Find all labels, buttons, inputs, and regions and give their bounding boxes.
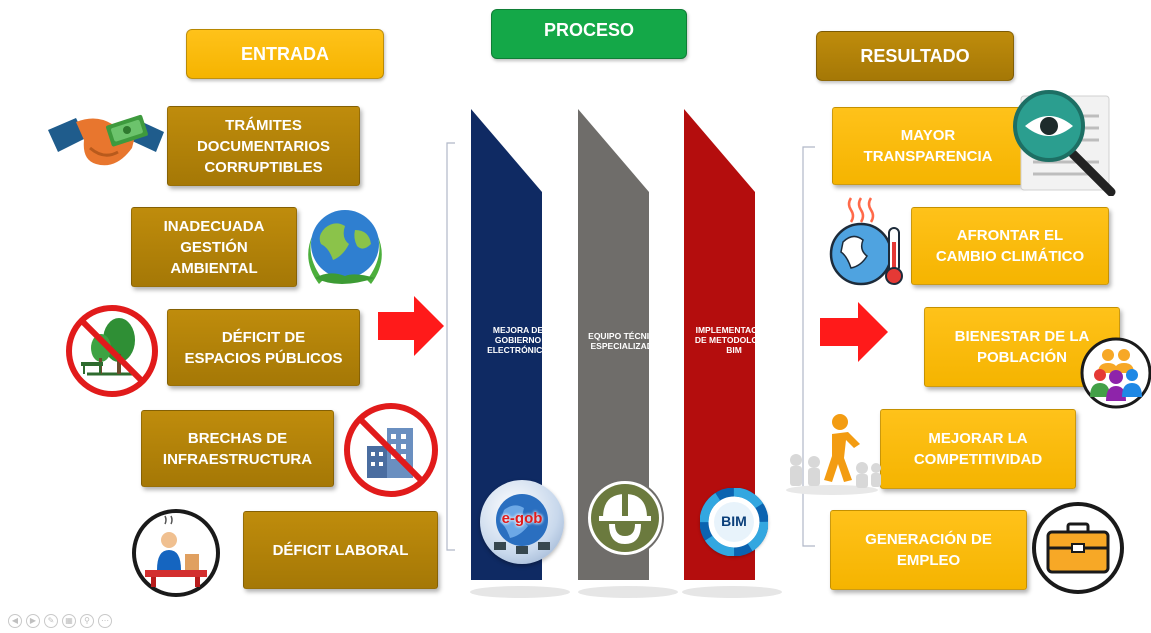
right-bracket bbox=[802, 146, 815, 547]
result-box-transparencia: MAYOR TRANSPARENCIA bbox=[832, 107, 1024, 185]
bim-badge-text: BIM bbox=[721, 513, 747, 529]
next-slide-button[interactable]: ▶ bbox=[26, 614, 40, 628]
zoom-button[interactable]: ⚲ bbox=[80, 614, 94, 628]
input-label: BRECHAS DE INFRAESTRUCTURA bbox=[162, 429, 313, 468]
input-box-tramites: TRÁMITES DOCUMENTARIOS CORRUPTIBLES bbox=[167, 106, 360, 186]
proceso-header: PROCESO bbox=[491, 9, 687, 59]
magnifier-eye-icon bbox=[1013, 90, 1116, 196]
input-box-deficit-laboral: DÉFICIT LABORAL bbox=[243, 511, 438, 589]
input-box-espacios: DÉFICIT DE ESPACIOS PÚBLICOS bbox=[167, 309, 360, 386]
result-label: BIENESTAR DE LA POBLACIÓN bbox=[954, 328, 1090, 366]
pen-tool-button[interactable]: ✎ bbox=[44, 614, 58, 628]
process-band-gobierno bbox=[471, 109, 542, 580]
input-label: INADECUADA GESTIÓN AMBIENTAL bbox=[163, 217, 265, 277]
people-group-icon bbox=[1080, 337, 1151, 409]
previous-slide-button[interactable]: ◀ bbox=[8, 614, 22, 628]
earth-leaves-icon bbox=[308, 210, 382, 284]
input-label: TRÁMITES DOCUMENTARIOS CORRUPTIBLES bbox=[196, 116, 331, 176]
egob-globe-icon: e-gob bbox=[480, 480, 564, 564]
briefcase-icon bbox=[1032, 502, 1124, 594]
process-band-bim bbox=[684, 109, 755, 580]
process-label-gobierno: MEJORA DE GOBIERNO ELECTRÓNICO bbox=[487, 325, 549, 355]
left-bracket bbox=[446, 142, 455, 551]
no-park-icon bbox=[66, 305, 158, 397]
input-box-brechas: BRECHAS DE INFRAESTRUCTURA bbox=[141, 410, 334, 487]
input-label: DÉFICIT LABORAL bbox=[272, 541, 409, 559]
resultado-header: RESULTADO bbox=[816, 31, 1014, 81]
unemployed-person-icon bbox=[132, 509, 220, 597]
process-bands bbox=[470, 109, 782, 598]
hot-earth-icon bbox=[829, 197, 903, 286]
output-arrow-icon bbox=[820, 302, 888, 362]
result-label: MAYOR TRANSPARENCIA bbox=[863, 127, 993, 165]
input-label: DÉFICIT DE ESPACIOS PÚBLICOS bbox=[184, 328, 343, 367]
egob-badge-text: e-gob bbox=[501, 510, 543, 527]
result-box-empleo: GENERACIÓN DE EMPLEO bbox=[830, 510, 1027, 590]
helmet-worker-icon bbox=[586, 479, 664, 557]
bim-cycle-icon: BIM bbox=[700, 488, 768, 556]
slide-grid-button[interactable]: ▦ bbox=[62, 614, 76, 628]
result-box-clima: AFRONTAR EL CAMBIO CLIMÁTICO bbox=[911, 207, 1109, 285]
result-label: MEJORAR LA COMPETITIVIDAD bbox=[913, 430, 1043, 468]
process-band-equipo bbox=[578, 109, 649, 580]
result-label: AFRONTAR EL CAMBIO CLIMÁTICO bbox=[935, 227, 1085, 265]
more-options-button[interactable]: ⋯ bbox=[98, 614, 112, 628]
input-arrow-icon bbox=[378, 296, 444, 356]
process-label-equipo: EQUIPO TÉCNICO ESPECIALIZADO bbox=[588, 331, 662, 351]
input-box-gestion: INADECUADA GESTIÓN AMBIENTAL bbox=[131, 207, 297, 287]
result-label: GENERACIÓN DE EMPLEO bbox=[865, 531, 992, 569]
handshake-money-icon bbox=[48, 114, 164, 166]
process-label-bim: IMPLEMENTACIÓN DE METODOLOGIA BIM bbox=[694, 325, 774, 355]
no-building-icon bbox=[344, 403, 438, 497]
leader-figures-icon bbox=[786, 414, 881, 495]
entrada-header: ENTRADA bbox=[186, 29, 384, 79]
result-box-competitividad: MEJORAR LA COMPETITIVIDAD bbox=[880, 409, 1076, 489]
